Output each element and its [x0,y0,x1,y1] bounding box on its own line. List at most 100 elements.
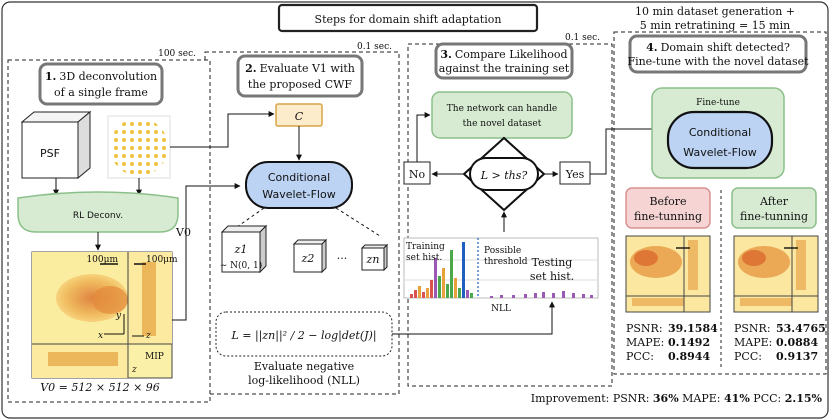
z1-dist: ∼ N(0, 1) [220,260,262,271]
before-metrics: PSNR: 39.1584 MAPE: 0.1492 PCC: 0.8944 [626,322,718,363]
improvement-pcc-label: PCC: [753,392,781,405]
svg-text:1.3D deconvolution: 1.3D deconvolution [45,70,157,83]
hist-training-line2: set hist. [406,253,442,263]
before-box [625,187,711,229]
hist-bar [442,268,445,298]
after-psnr-label: PSNR: [734,322,771,335]
z2-label: z2 [301,252,315,265]
arrow-raw-c [170,111,275,148]
no-label: No [409,168,426,181]
cwf-step4-line2: Wavelet-Flow [683,146,756,159]
improvement-label: Improvement: [531,392,610,405]
after-mape: 0.0884 [776,336,818,349]
hist-training-line1: Training [406,242,445,252]
hist-bar [470,293,473,298]
after-line2: fine-tunning [740,210,808,223]
after-pcc-label: PCC: [734,350,762,363]
zn-label: zn [366,253,380,266]
after-metrics: PSNR: 53.4765 MAPE: 0.0884 PCC: 0.9137 [734,322,826,363]
after-image [733,235,819,313]
hist-bar [590,295,593,298]
step3-label-line1: Compare Likelihood [455,48,568,61]
nll-formula: L = ||zn||² / 2 − log|det(J)| [230,329,376,343]
step2-label-line2: the proposed CWF [248,78,353,91]
handle-line2: the novel dataset [463,119,542,129]
hist-threshold-line1: Possible [484,246,521,256]
before-image [625,235,711,313]
axis-z2: z [131,365,137,375]
hist-bar [466,290,469,298]
step3-label-box [434,42,574,80]
before-mape-label: MAPE: [626,336,664,349]
rl-deconv-box [17,191,179,233]
time-note-line1: 10 min dataset generation + [635,5,795,18]
after-box [731,187,817,229]
svg-text:2.Evaluate V1 with: 2. Evaluate V1 with [245,62,355,75]
before-line2: fine-tunning [634,210,702,223]
handle-line1: The network can handle [447,104,557,114]
formula-box [215,311,393,357]
step4-label-box [628,34,808,74]
cwf-box-step2[interactable] [245,161,353,209]
cwf-step4-line1: Conditional [689,126,751,139]
hist-bar [438,276,441,298]
decision-label: L > ths? [480,169,528,182]
time-note-line2: 5 min retratining = 15 min [640,19,790,32]
improvement-mape-label: MAPE: [682,392,720,405]
finetune-title: Fine-tune [696,98,740,108]
step4-label-line2: Fine-tune with the novel dataset [627,55,809,68]
svg-text:3.Compare Likelihood: 3. Compare Likelihood [440,48,567,61]
step4-num: 4. [646,41,657,54]
hist-bar [446,284,449,298]
hist-bar [422,292,425,298]
raw-image [107,115,171,179]
hist-xlabel: NLL [491,304,511,314]
yes-box [559,161,591,185]
psf-cube: PSF [20,110,92,180]
hist-bar [572,293,575,298]
step3-num: 3. [440,48,451,61]
cwf-step2-line1: Conditional [268,171,330,184]
volume-size: V0 = 512 × 512 × 96 [40,381,160,394]
hist-bar [454,278,457,298]
title-box [277,3,539,33]
nll-histogram [403,237,599,299]
hist-bar [414,290,417,298]
hist-bar [562,291,565,298]
step1-time: 100 sec. [158,49,196,59]
scale-bar-1: 100μm [86,255,118,265]
step2-time: 0.1 sec. [357,42,392,52]
latent-z2 [292,238,328,274]
step1-num: 1. [45,70,56,83]
latent-dots: ··· [337,252,348,265]
cwf-box-step4[interactable] [666,110,774,170]
hist-bar [430,280,433,298]
before-pcc: 0.8944 [668,350,710,363]
step2-label-box [236,54,364,98]
after-line1: After [759,195,789,208]
step2-num: 2. [245,62,256,75]
before-psnr: 39.1584 [668,322,718,335]
improvement-mape: 41% [724,392,750,405]
step2-label-line1: Evaluate V1 with [260,62,355,75]
hist-bar [410,294,413,298]
scale-bar-2: 100μm [146,255,178,265]
hist-testing-line2: set hist. [530,270,574,283]
hist-bar [462,242,465,298]
before-psnr-label: PSNR: [626,322,663,335]
improvement-line: Improvement: PSNR: 36% MAPE: 41% PCC: 2.… [531,392,823,405]
mip-label: MIP [145,352,164,362]
c-label: C [295,110,304,123]
step1-label-line2: of a single frame [54,86,148,99]
nll-caption-line1: Evaluate negative [254,360,354,373]
before-pcc-label: PCC: [626,350,654,363]
before-mape: 0.1492 [668,336,710,349]
v0-label: V0 [175,226,191,239]
hist-threshold-line2: threshold [484,257,528,267]
hist-bar [534,293,537,298]
nll-caption-line2: log-likelihood (NLL) [248,374,360,387]
latent-z1 [220,224,268,274]
hist-bar [524,294,527,298]
hist-bar [500,295,503,298]
